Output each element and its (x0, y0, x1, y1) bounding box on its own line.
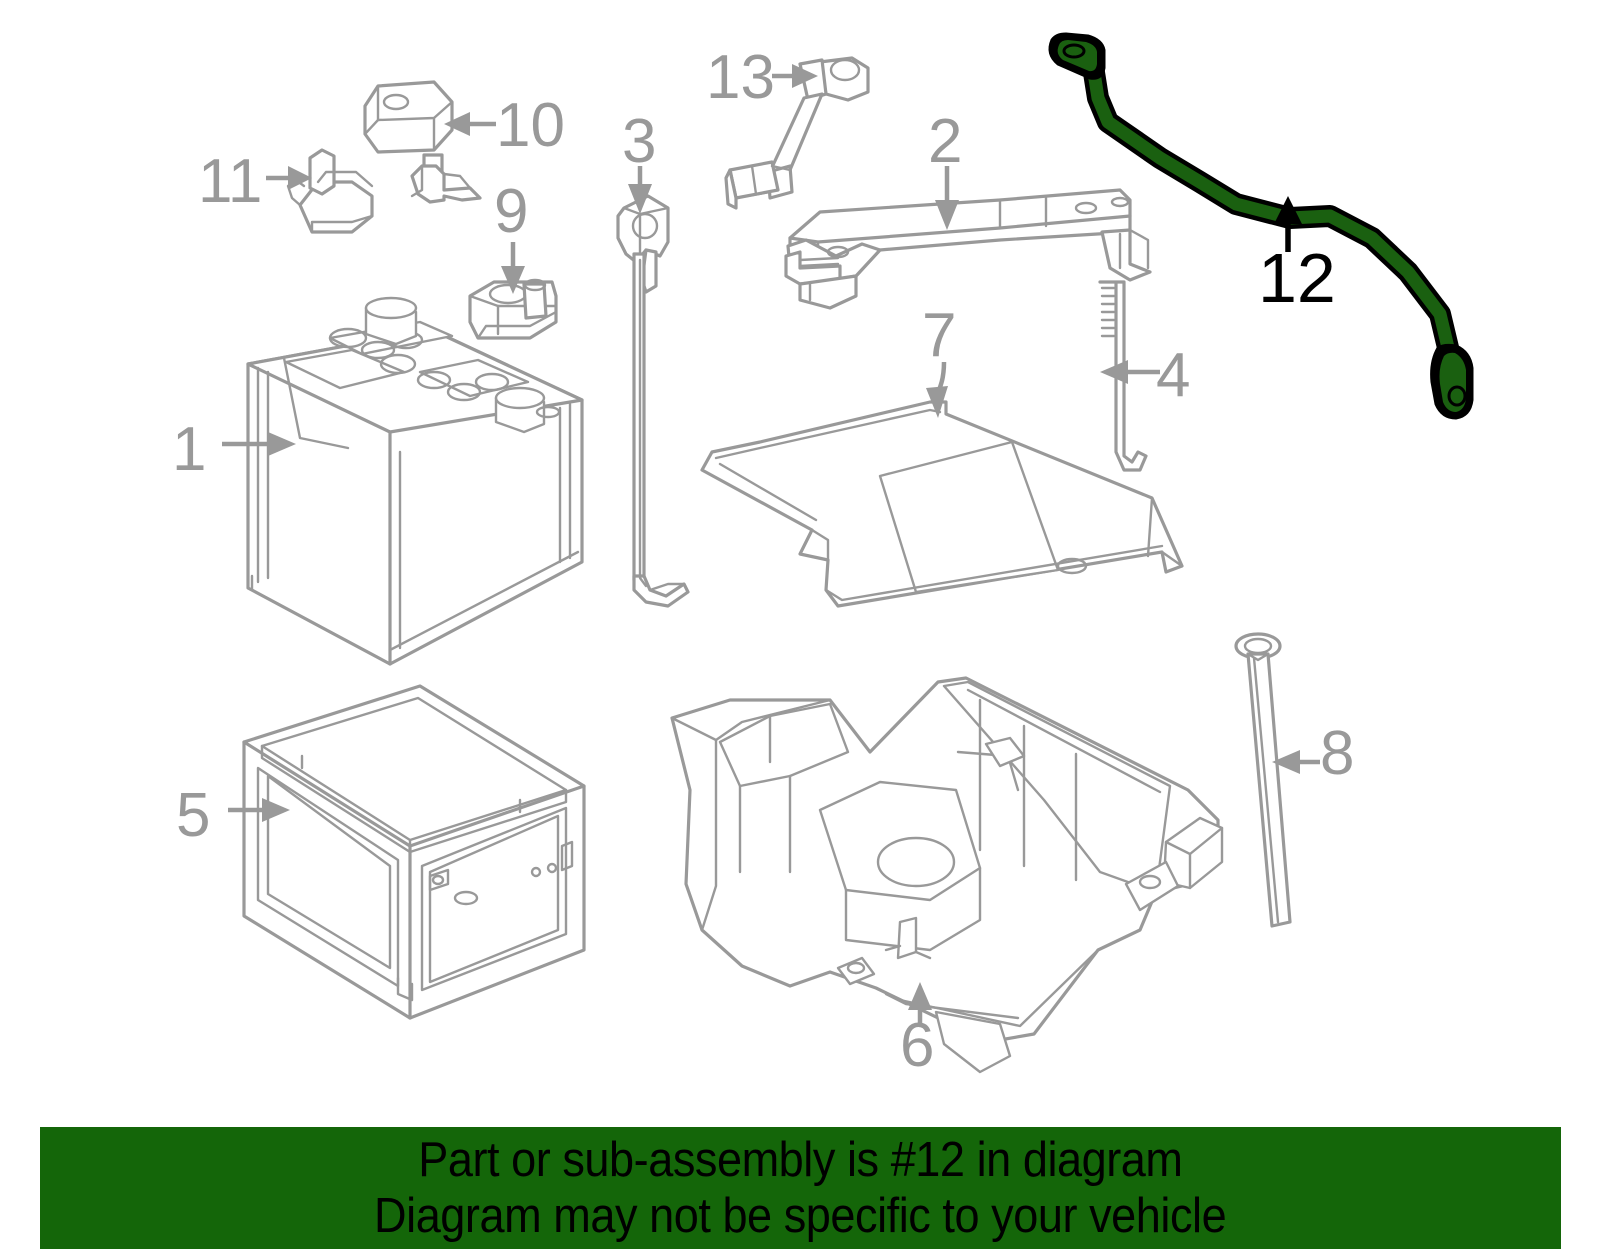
callout-label-13: 13 (706, 43, 775, 112)
part-6-tray-shape (670, 676, 1224, 1074)
callout-arrow-3 (628, 166, 652, 214)
callout-arrow-13 (772, 64, 818, 88)
callout-label-2: 2 (928, 107, 962, 176)
part-2-shape (784, 188, 1152, 310)
callout-arrow-5 (228, 798, 290, 822)
callout-arrow-11 (266, 166, 312, 190)
part-notice-banner: Part or sub-assembly is #12 in diagram D… (40, 1127, 1561, 1249)
part-1-battery-shape (246, 296, 584, 666)
callout-label-4: 4 (1156, 341, 1190, 410)
callout-arrow-6 (908, 982, 932, 1026)
notice-line-disclaimer: Diagram may not be specific to your vehi… (374, 1189, 1227, 1243)
callout-arrow-12 (1274, 196, 1302, 252)
callout-label-7: 7 (922, 301, 956, 370)
notice-line-part-number: Part or sub-assembly is #12 in diagram (418, 1133, 1183, 1187)
part-7-shape (700, 400, 1184, 608)
callout-arrow-10 (444, 112, 496, 136)
part-3-shape (616, 194, 690, 608)
callout-arrow-4 (1100, 360, 1160, 384)
part-13-shape (724, 56, 870, 210)
callout-label-6: 6 (900, 1011, 934, 1080)
callout-label-3: 3 (622, 107, 656, 176)
part-11-shape (286, 148, 374, 234)
callout-label-10: 10 (496, 91, 565, 160)
callout-label-11: 11 (198, 147, 262, 216)
callout-arrow-1 (222, 432, 296, 456)
callout-label-9: 9 (494, 177, 528, 246)
part-5-shape (242, 684, 586, 1020)
part-8-shape (1234, 632, 1292, 928)
callout-label-5: 5 (176, 781, 210, 850)
callout-label-12: 12 (1258, 239, 1336, 317)
callout-arrow-2 (935, 166, 959, 230)
callout-arrow-7 (926, 361, 948, 418)
callout-arrow-8 (1272, 750, 1320, 774)
callout-arrow-9 (501, 242, 525, 294)
callout-label-8: 8 (1320, 719, 1354, 788)
part-10-shape (363, 80, 482, 204)
callout-label-1: 1 (172, 415, 206, 484)
